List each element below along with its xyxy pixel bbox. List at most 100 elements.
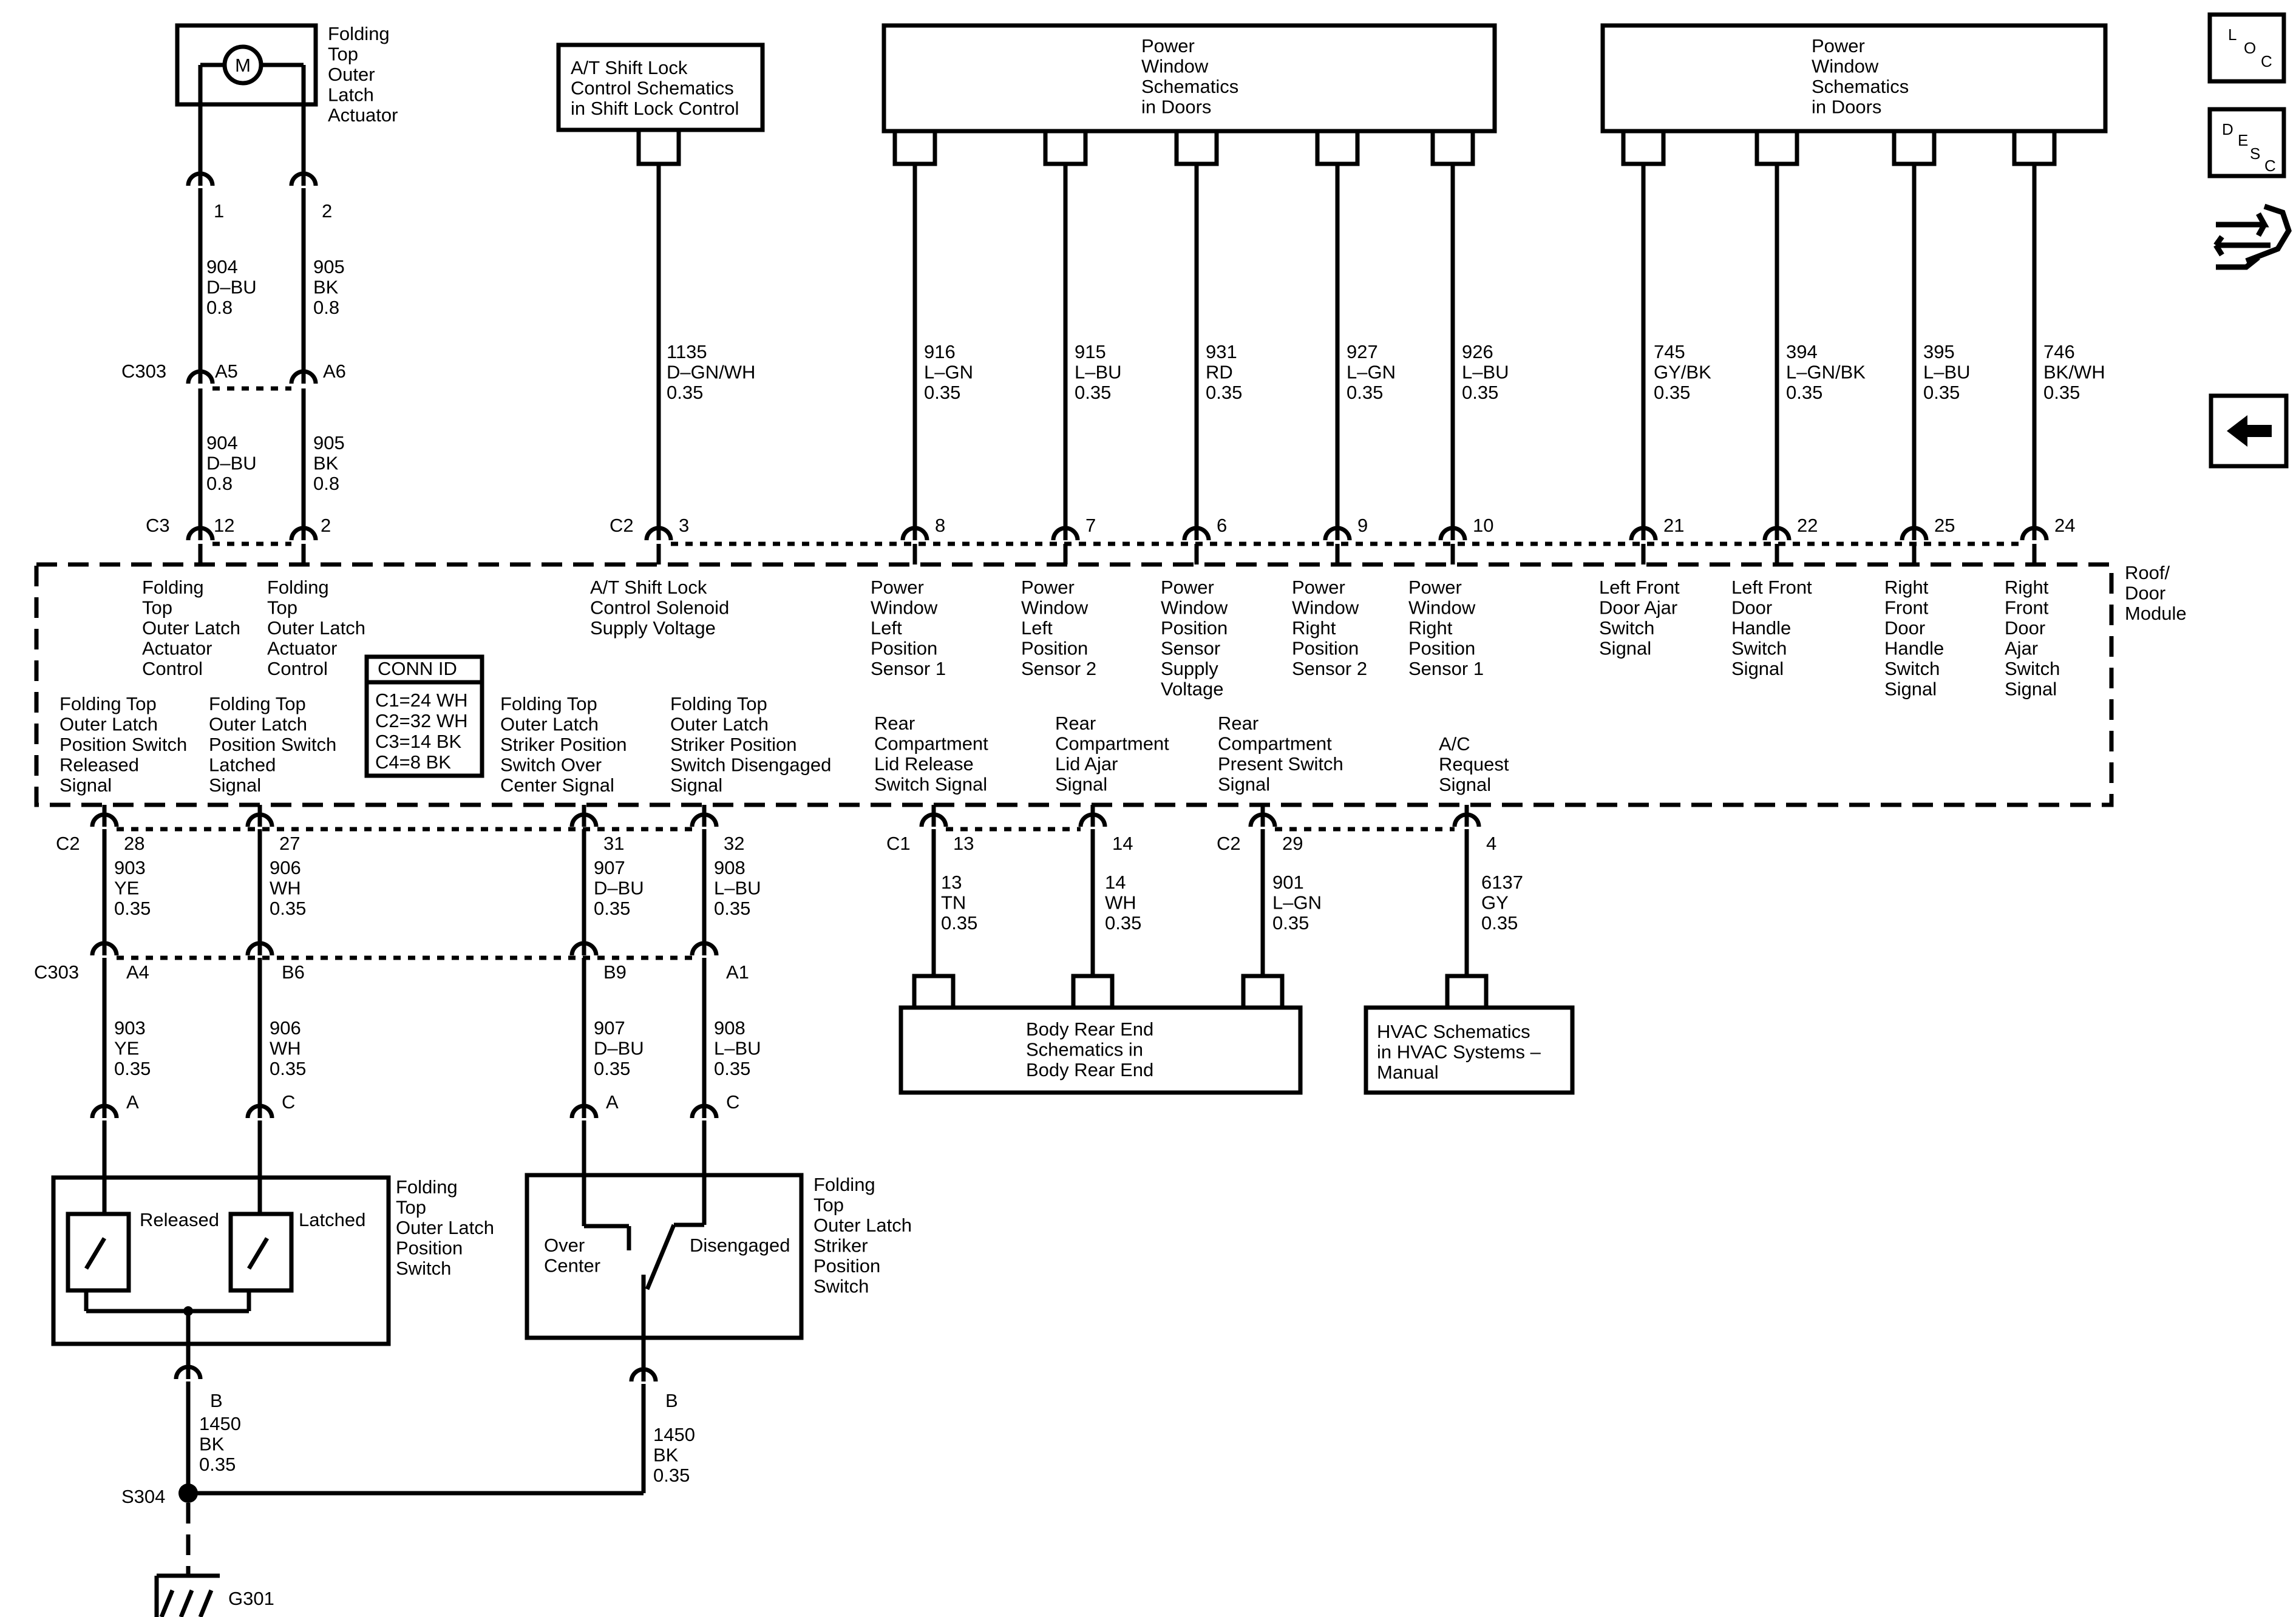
pin-label: 14 — [1112, 833, 1133, 854]
pin-label: 32 — [724, 833, 744, 854]
pin-label: 3 — [679, 515, 689, 536]
top-wires — [186, 104, 2049, 564]
pin-label: 24 — [2054, 515, 2075, 536]
svg-text:C: C — [2261, 52, 2272, 70]
svg-text:S: S — [2250, 144, 2260, 163]
pin-label: 1 — [214, 200, 224, 222]
back-button[interactable] — [2209, 393, 2289, 469]
pin-label: A5 — [215, 361, 238, 382]
pin-label: 22 — [1797, 515, 1818, 536]
pin-label: 2 — [321, 515, 331, 536]
connector-label: C2 — [610, 515, 634, 536]
pin-label: A1 — [726, 961, 749, 983]
pin-label: A — [606, 1091, 619, 1113]
loc-button[interactable]: L O C — [2207, 12, 2286, 84]
pin-label: 21 — [1663, 515, 1684, 536]
motor-icon — [222, 44, 263, 86]
splice-s304 — [178, 1483, 198, 1503]
pin-label: 25 — [1934, 515, 1955, 536]
svg-text:E: E — [2238, 131, 2248, 149]
pin-label: 7 — [1085, 515, 1096, 536]
disengaged-label: Disengaged — [690, 1235, 790, 1256]
pin-label: 9 — [1357, 515, 1368, 536]
conn-id-row: C4=8 BK — [375, 751, 451, 773]
connector-tool-button[interactable] — [2213, 203, 2292, 270]
connector-label: C303 — [121, 361, 166, 382]
conn-id-title: CONN ID — [378, 658, 457, 679]
pin-label: C — [282, 1091, 295, 1113]
pin-label: 13 — [953, 833, 974, 854]
svg-text:C: C — [2264, 157, 2276, 175]
pin-label: B — [665, 1390, 678, 1411]
connector-wrench-icon — [2213, 203, 2292, 270]
pin-label: B9 — [603, 961, 627, 983]
motor-symbol: M — [235, 55, 251, 76]
conn-id-table: CONN ID C1=24 WH C2=32 WH C3=14 BK C4=8 … — [364, 654, 484, 778]
connector-label: C303 — [34, 961, 79, 983]
pw-connector-brackets — [892, 131, 2057, 166]
pin-label: B — [210, 1390, 223, 1411]
desc-button[interactable]: D E S C — [2207, 107, 2286, 178]
released-label: Released — [140, 1209, 219, 1230]
pin-label: A — [126, 1091, 139, 1113]
pin-label: B6 — [282, 961, 305, 983]
pin-label: 6 — [1217, 515, 1227, 536]
conn-id-row: C1=24 WH — [375, 690, 467, 711]
connector-label: C3 — [146, 515, 170, 536]
bottom-wires — [90, 805, 1481, 1178]
back-arrow-icon — [2227, 415, 2272, 447]
connector-label: C2 — [1217, 833, 1241, 854]
pin-label: 4 — [1486, 833, 1496, 854]
pin-label: 28 — [124, 833, 144, 854]
pin-label: A6 — [323, 361, 346, 382]
pin-label: 31 — [603, 833, 624, 854]
